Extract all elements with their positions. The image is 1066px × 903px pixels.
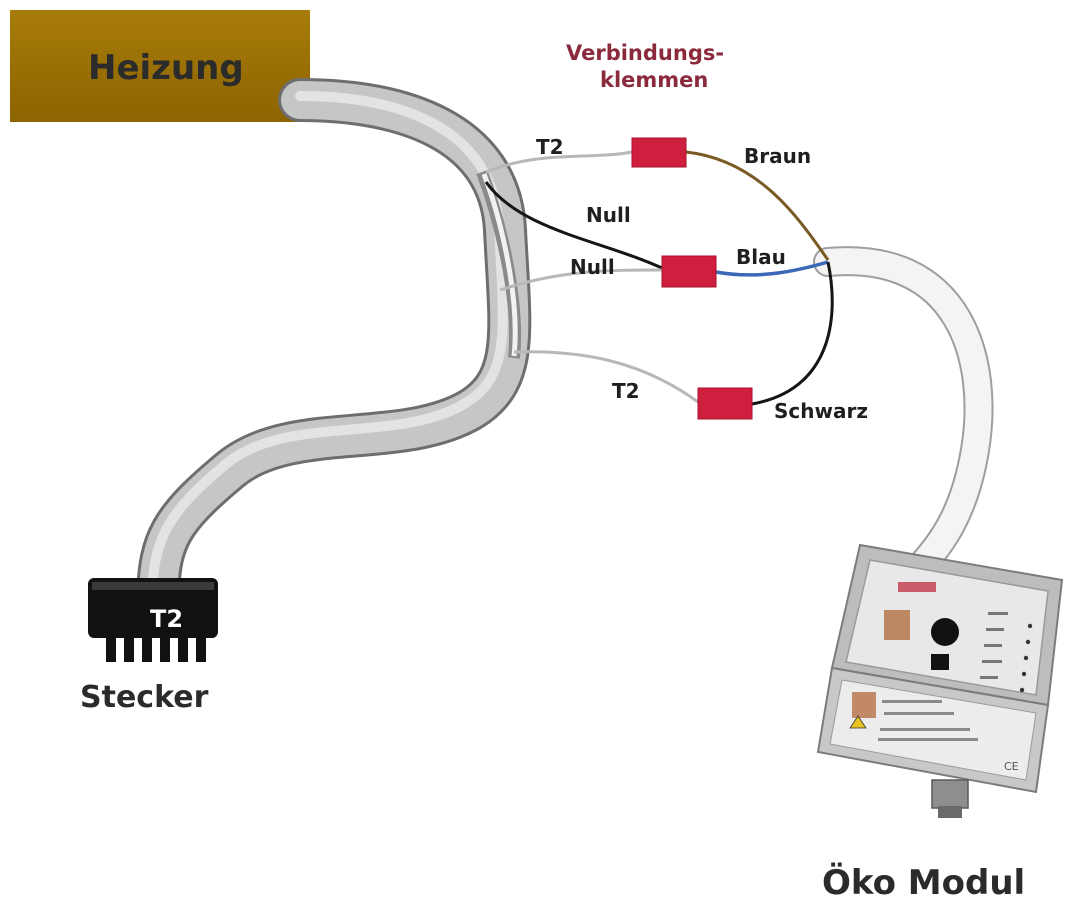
wire-t2-top [485, 150, 633, 174]
module-cable [813, 246, 994, 595]
plug-caption: Stecker [80, 680, 209, 715]
label-t2-top: T2 [536, 135, 564, 159]
terminals-title-line2: klemmen [600, 68, 708, 92]
label-null-black: Null [586, 203, 631, 227]
wires [484, 150, 834, 406]
terminal-middle [661, 255, 717, 288]
module-caption: Öko Modul [822, 862, 1025, 903]
plug-pins [106, 638, 206, 662]
wire-blau [715, 260, 829, 277]
label-null-grey: Null [570, 255, 615, 279]
heater-box: Heizung [10, 10, 310, 122]
plug: T2 [88, 578, 218, 662]
wire-null-grey [499, 268, 663, 292]
terminal-blocks [631, 137, 753, 420]
wire-braun [685, 150, 830, 261]
label-braun: Braun [744, 144, 811, 168]
wire-schwarz [751, 261, 834, 406]
main-cable [136, 78, 532, 617]
label-blau: Blau [736, 245, 786, 269]
wire-t2-bottom [513, 350, 699, 404]
terminal-bottom [697, 387, 753, 420]
oeko-module-device: CE [816, 543, 1064, 818]
heater-label: Heizung [88, 48, 244, 88]
terminals-title-line1: Verbindungs- [566, 41, 724, 65]
label-schwarz: Schwarz [774, 399, 868, 423]
plug-label: T2 [150, 605, 183, 633]
label-t2-bottom: T2 [612, 379, 640, 403]
module-ce-mark: CE [1004, 760, 1019, 773]
wire-null-black [484, 181, 663, 270]
terminal-top [631, 137, 687, 168]
